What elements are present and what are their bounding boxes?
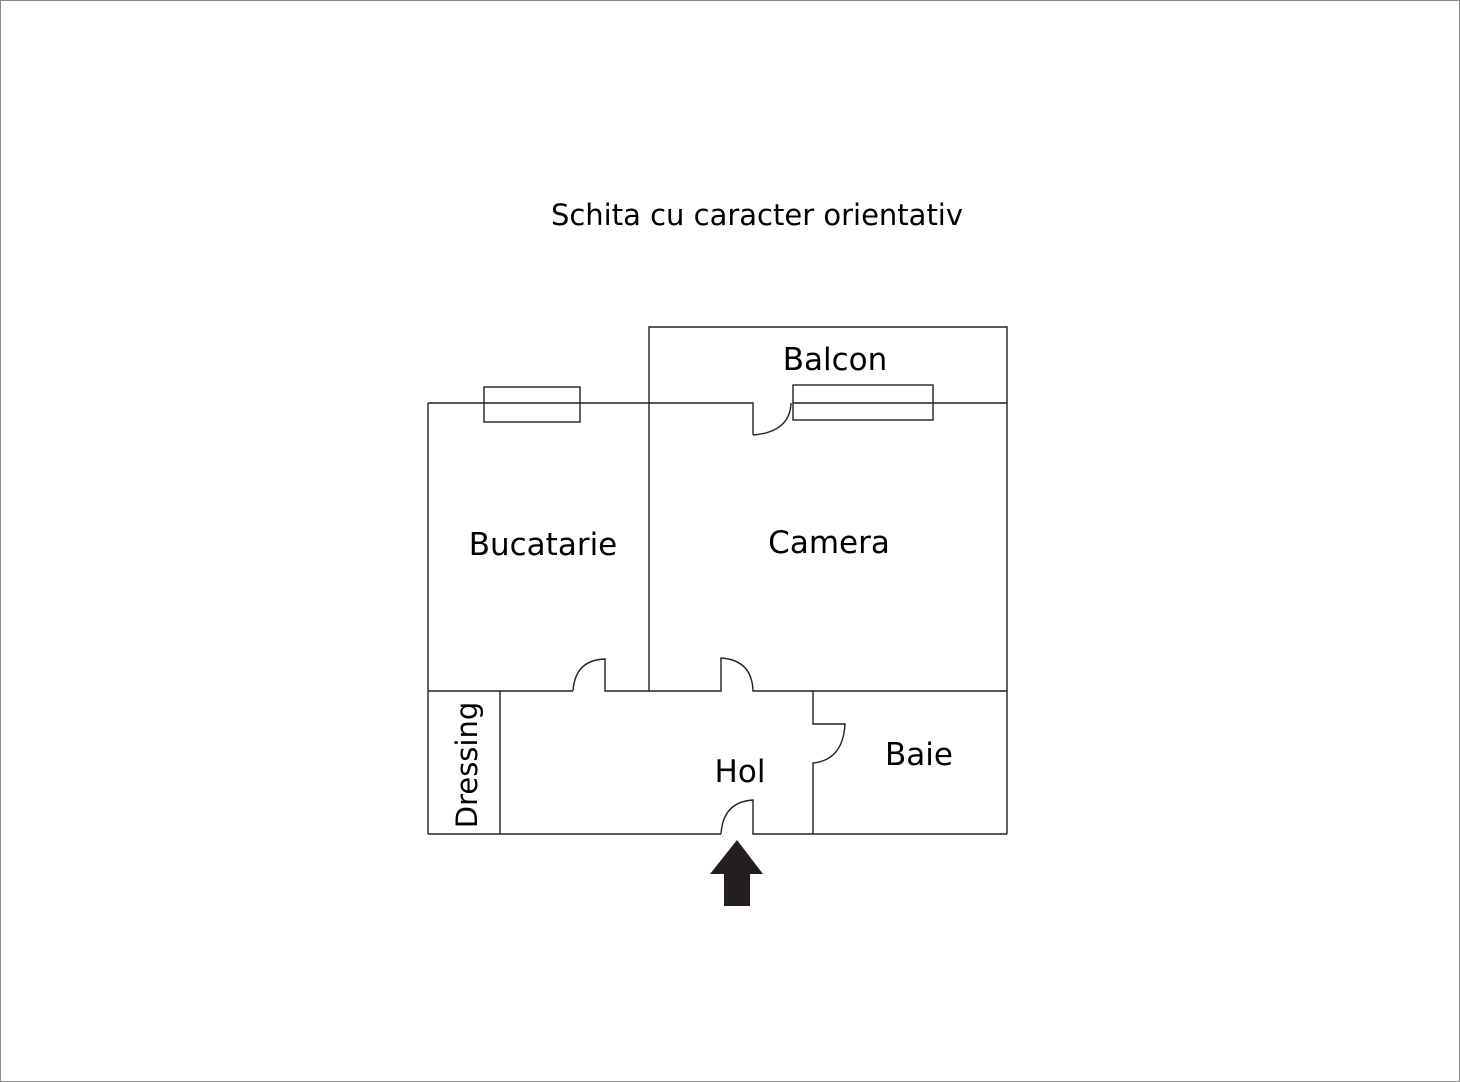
- room-label-balcon: Balcon: [783, 342, 888, 378]
- north-wall: [428, 402, 1007, 436]
- room-label-hol: Hol: [715, 754, 766, 790]
- balcon-room: Balcon: [648, 326, 1008, 403]
- bucatarie-room: Bucatarie: [427, 403, 650, 834]
- room-label-bucatarie: Bucatarie: [469, 527, 618, 563]
- camera-room: Camera: [768, 403, 1008, 834]
- room-label-camera: Camera: [768, 525, 890, 561]
- hol-room: Hol: [715, 754, 766, 790]
- camera-window: [792, 384, 934, 421]
- south-wall: [428, 799, 1007, 835]
- kitchen-window: [483, 386, 581, 423]
- plan-title: Schita cu caracter orientativ: [551, 198, 963, 232]
- room-label-dressing: Dressing: [450, 702, 484, 829]
- baie-room: Baie: [812, 691, 953, 834]
- dressing-room: Dressing: [450, 691, 501, 834]
- middle-wall: [428, 657, 1007, 692]
- arrow-up-icon: [710, 840, 763, 906]
- room-label-baie: Baie: [885, 737, 953, 773]
